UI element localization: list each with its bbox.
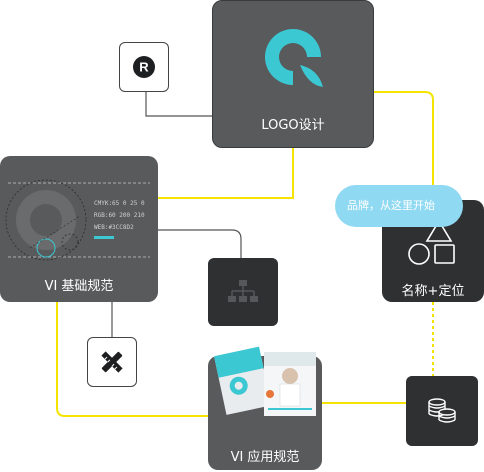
construction-grid bbox=[5, 179, 150, 261]
vi-basic-node[interactable]: CMYK:65 0 25 0 RGB:60 200 210 WEB:#3CC8D… bbox=[0, 156, 158, 302]
brochure-mockup bbox=[214, 346, 316, 416]
vi-apply-label: VI 应用规范 bbox=[230, 450, 300, 465]
vi-basic-label: VI 基础规范 bbox=[44, 279, 114, 294]
connector-logo-basic bbox=[158, 148, 294, 199]
shapes-icon bbox=[408, 220, 455, 265]
registered-icon: R bbox=[133, 56, 155, 78]
registered-node[interactable]: R bbox=[119, 42, 169, 92]
logo-node-label: LOGO设计 bbox=[261, 118, 325, 133]
spec-web: WEB:#3CC8D2 bbox=[94, 224, 134, 231]
spec-cmyk: CMYK:65 0 25 0 bbox=[94, 200, 145, 207]
pen-ruler-node[interactable] bbox=[87, 337, 137, 387]
logo-node[interactable]: LOGO设计 bbox=[212, 0, 374, 148]
slogan-bubble: 品牌，从这里开始 bbox=[335, 185, 463, 227]
name-position-label: 名称+定位 bbox=[401, 284, 465, 299]
connector-basic-apply bbox=[56, 302, 208, 417]
brand-color-swatch bbox=[94, 236, 114, 239]
coins-node[interactable] bbox=[406, 376, 478, 446]
name-position-node[interactable]: 名称+定位 bbox=[382, 200, 484, 302]
vi-apply-node[interactable]: VI 应用规范 bbox=[208, 346, 322, 470]
sitemap-node[interactable] bbox=[208, 258, 278, 326]
coins-icon bbox=[428, 398, 456, 423]
connector-logo-name bbox=[373, 91, 434, 200]
svg-text:R: R bbox=[139, 60, 149, 75]
connector-r-logo bbox=[145, 92, 212, 117]
sitemap-icon bbox=[228, 280, 258, 302]
pen-ruler-icon bbox=[101, 351, 123, 373]
spec-rgb: RGB:60 200 210 bbox=[94, 212, 145, 219]
connector-basic-sitemap bbox=[158, 229, 242, 258]
logo-mark-icon bbox=[265, 29, 323, 87]
